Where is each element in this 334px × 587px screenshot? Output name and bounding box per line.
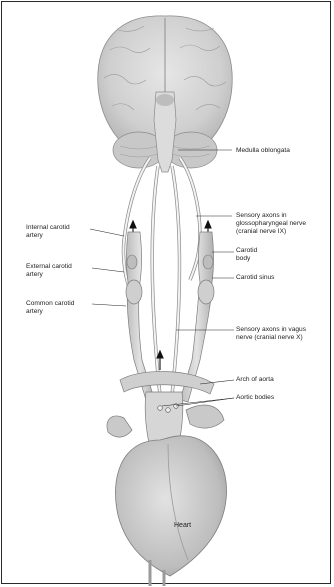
label-vagus-axons: Sensory axons in vagus nerve (cranial ne… xyxy=(236,326,306,342)
label-carotid-sinus: Carotid sinus xyxy=(236,274,274,282)
label-common-carotid: Common carotid artery xyxy=(26,300,88,316)
brain xyxy=(98,16,232,172)
label-internal-carotid: Internal carotid artery xyxy=(26,224,88,240)
heart-and-aorta xyxy=(107,371,227,586)
label-external-carotid: External carotid artery xyxy=(26,263,88,279)
label-arch-of-aorta: Arch of aorta xyxy=(236,376,274,384)
label-heart: Heart xyxy=(174,522,191,530)
label-aortic-bodies: Aortic bodies xyxy=(236,394,274,402)
label-carotid-body: Carotid body xyxy=(236,247,264,263)
label-glossopharyngeal-axons: Sensory axons in glossopharyngeal nerve … xyxy=(236,212,312,236)
label-medulla-oblongata: Medulla oblongata xyxy=(236,147,290,155)
leader-lines xyxy=(90,150,234,406)
